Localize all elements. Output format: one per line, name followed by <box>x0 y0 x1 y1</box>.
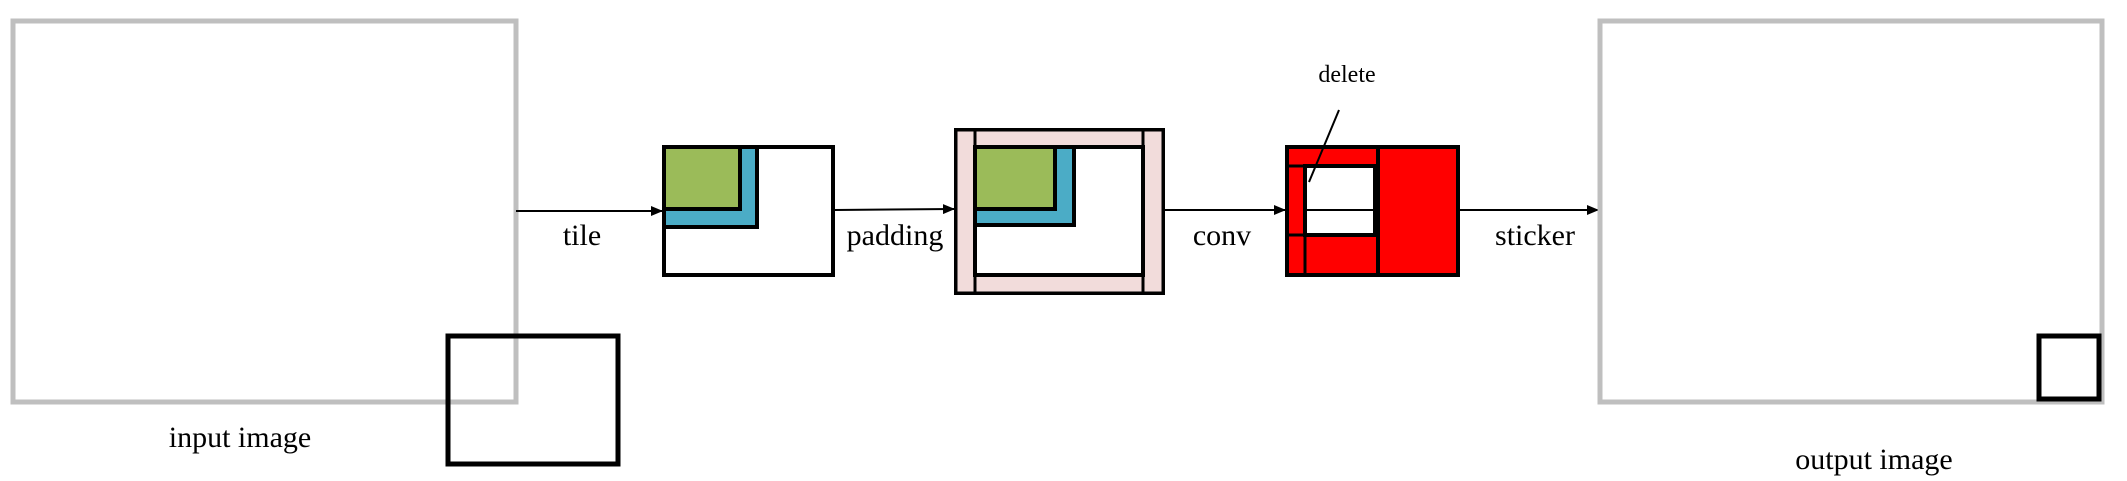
delete-pointer-line <box>1308 109 1340 183</box>
padded-green-region <box>973 145 1057 211</box>
conv-label: conv <box>1193 219 1251 252</box>
tile-label: tile <box>563 219 601 252</box>
input-tile-outline <box>445 333 621 467</box>
padded-tile-block <box>954 128 1165 295</box>
input-image-frame <box>10 18 519 405</box>
output-tile-outline <box>2036 333 2102 402</box>
pad-right-bar <box>1141 128 1165 295</box>
pad-left-bar <box>954 128 977 295</box>
pad-top-bar <box>954 128 1165 149</box>
output-image-label: output image <box>1795 443 1952 476</box>
pad-bottom-bar <box>954 273 1165 295</box>
tile-block <box>662 145 835 277</box>
padding-label: padding <box>847 219 944 252</box>
input-image-label: input image <box>169 421 311 454</box>
output-image-frame <box>1597 18 2105 405</box>
padding-arrow <box>834 204 955 215</box>
sticker-label: sticker <box>1495 219 1575 252</box>
conv-deleted-region <box>1303 164 1377 237</box>
delete-label: delete <box>1318 62 1375 88</box>
conv-result-block <box>1285 145 1460 277</box>
tile-green-region <box>662 145 742 211</box>
